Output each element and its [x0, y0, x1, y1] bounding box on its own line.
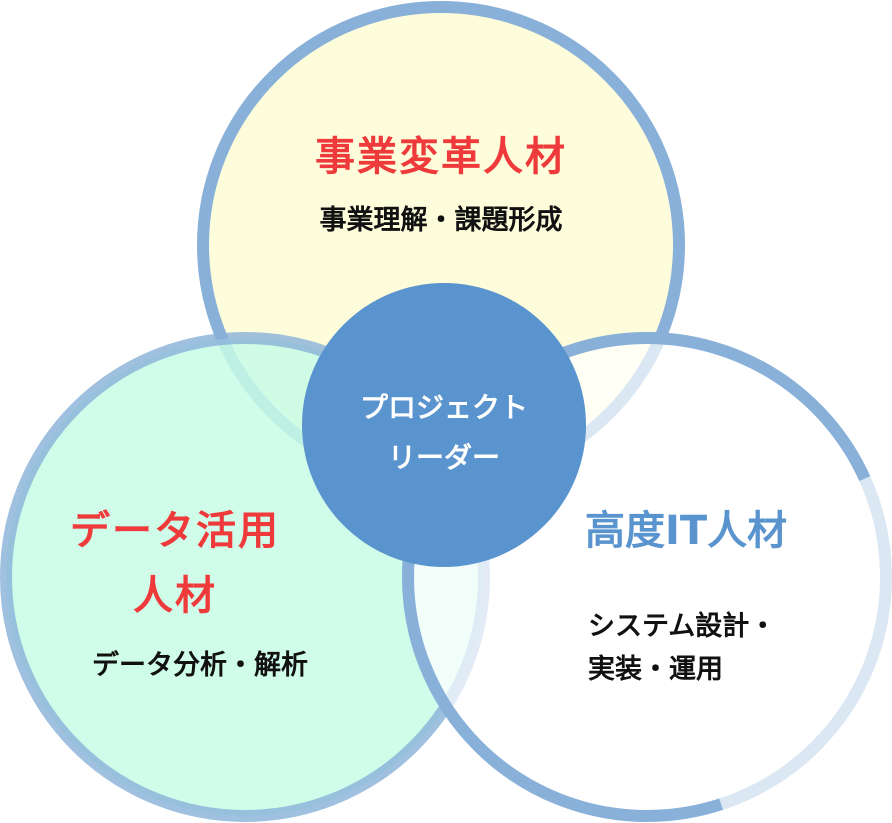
center-line1: プロジェクト — [359, 391, 528, 424]
center-circle — [302, 283, 586, 567]
left-title-line2: 人材 — [133, 573, 217, 619]
right-subtitle-line2: 実装・運用 — [588, 654, 723, 685]
right-circle-ring — [402, 332, 892, 822]
right-title: 高度IT人材 — [585, 508, 788, 554]
right-subtitle-line1: システム設計・ — [588, 611, 777, 642]
top-title: 事業変革人材 — [315, 134, 567, 180]
center-line2: リーダー — [387, 441, 500, 474]
left-subtitle: データ分析・解析 — [92, 650, 308, 681]
left-title-line1: データ活用 — [70, 508, 280, 554]
top-subtitle: 事業理解・課題形成 — [319, 205, 563, 236]
